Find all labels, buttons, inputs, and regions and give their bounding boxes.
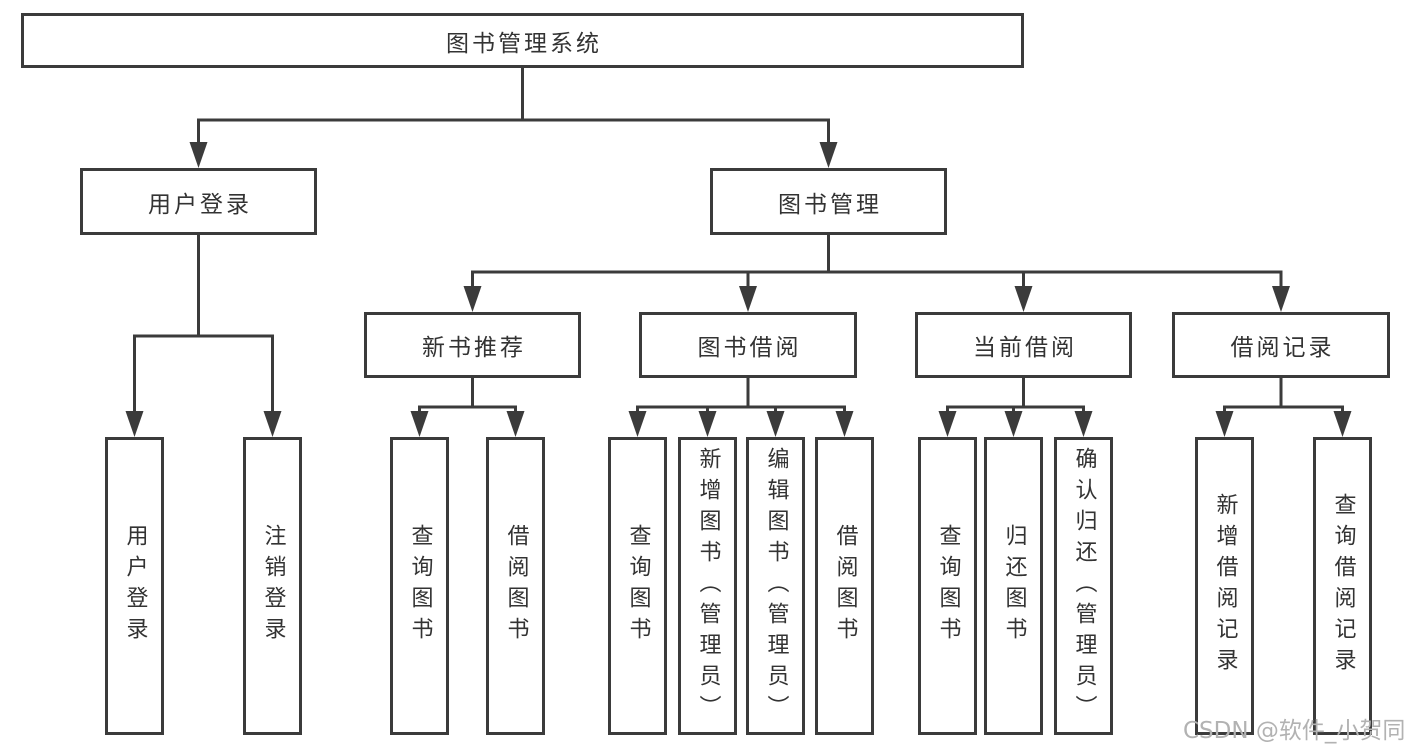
node-leaf-current-return-books: 归还图书 — [984, 437, 1043, 735]
node-leaf-current-confirm-return-admin: 确认归还（管理员） — [1054, 437, 1113, 735]
node-book-borrowing: 图书借阅 — [639, 312, 857, 378]
node-leaf-logout: 注销登录 — [243, 437, 302, 735]
node-leaf-borrowing-add-books-admin: 新增图书（管理员） — [678, 437, 737, 735]
node-leaf-records-query: 查询借阅记录 — [1313, 437, 1372, 735]
node-user-login: 用户登录 — [80, 168, 317, 235]
node-book-management: 图书管理 — [710, 168, 947, 235]
node-leaf-current-query-books: 查询图书 — [918, 437, 977, 735]
node-leaf-records-add: 新增借阅记录 — [1195, 437, 1254, 735]
node-leaf-recommend-borrow-books: 借阅图书 — [486, 437, 545, 735]
node-leaf-user-login: 用户登录 — [105, 437, 164, 735]
node-leaf-borrowing-query-books: 查询图书 — [608, 437, 667, 735]
node-new-book-recommend: 新书推荐 — [364, 312, 581, 378]
node-leaf-recommend-query-books: 查询图书 — [390, 437, 449, 735]
node-leaf-borrowing-edit-books-admin: 编辑图书（管理员） — [746, 437, 805, 735]
node-leaf-borrowing-borrow-books: 借阅图书 — [815, 437, 874, 735]
node-borrowing-records: 借阅记录 — [1172, 312, 1390, 378]
node-library-management-system: 图书管理系统 — [21, 13, 1024, 68]
node-current-borrowing: 当前借阅 — [915, 312, 1132, 378]
